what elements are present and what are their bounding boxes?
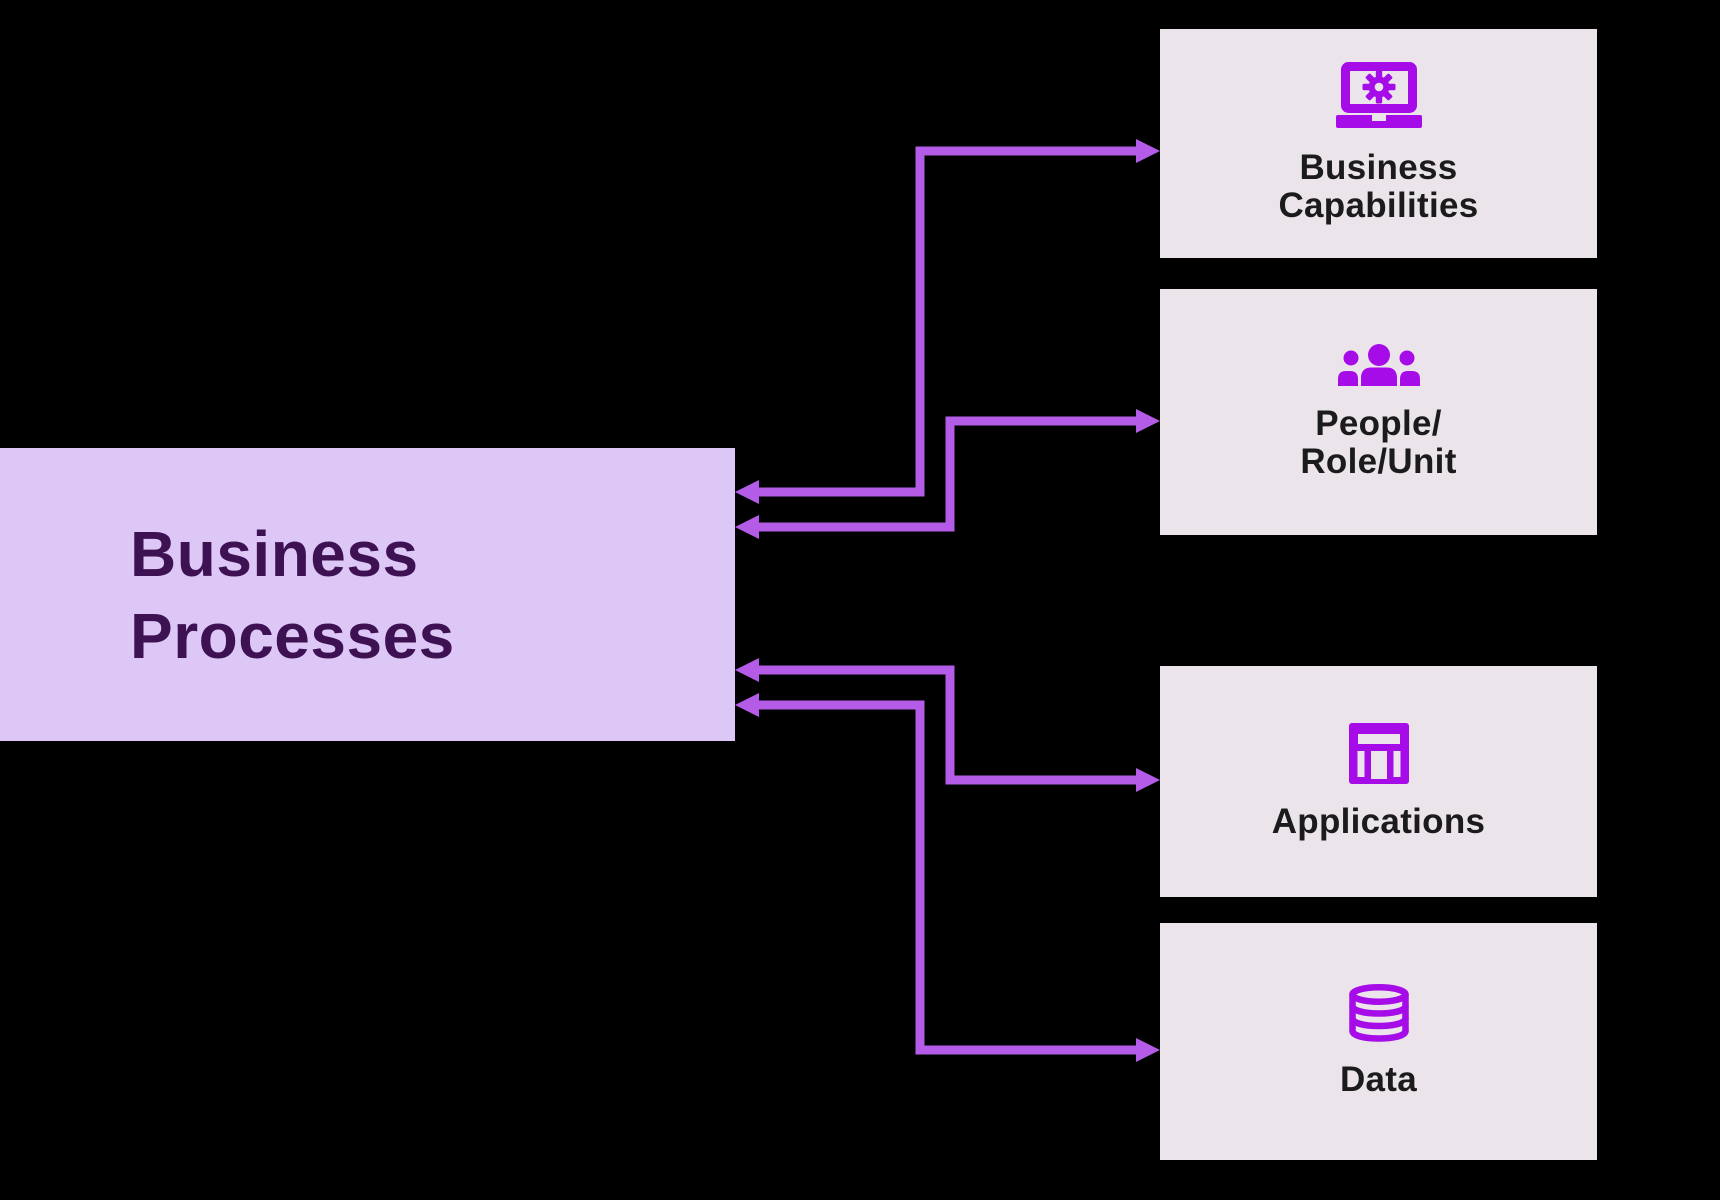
node-label: People/ Role/Unit <box>1300 403 1457 481</box>
node-business-capabilities: Business Capabilities <box>1160 29 1597 258</box>
connector-applications <box>735 658 1160 792</box>
node-label: Applications <box>1271 801 1486 841</box>
connector-data <box>735 693 1160 1062</box>
laptop-gear-icon <box>1335 62 1422 135</box>
database-icon <box>1348 984 1409 1047</box>
node-applications: Applications <box>1160 666 1597 897</box>
node-label: Business Capabilities <box>1278 148 1479 225</box>
application-window-icon <box>1348 722 1409 789</box>
node-people-role-unit: People/ Role/Unit <box>1160 289 1597 535</box>
business-processes-label: Business Processes <box>130 517 455 672</box>
business-processes-box: Business Processes <box>0 448 735 741</box>
connector-people-role-unit <box>735 409 1160 539</box>
people-group-icon <box>1337 343 1420 391</box>
connector-business-capabilities <box>735 139 1160 504</box>
node-label: Data <box>1339 1060 1418 1099</box>
node-data: Data <box>1160 923 1597 1160</box>
